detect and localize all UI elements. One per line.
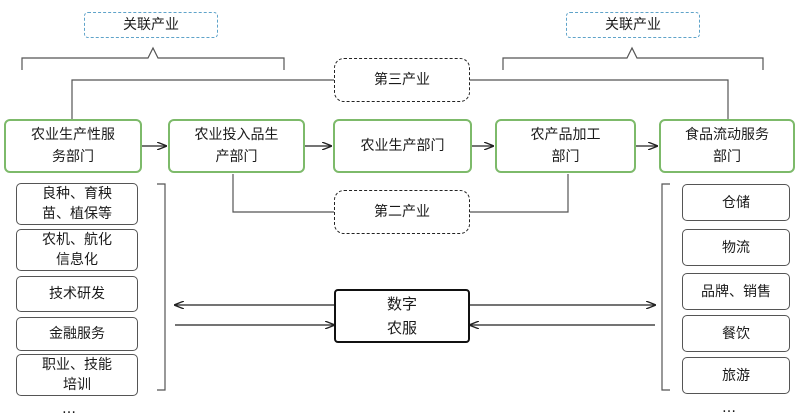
left-services-brace [157, 183, 166, 391]
right-more-ellipsis: … [722, 400, 738, 416]
left-service-finance: 金融服务 [16, 317, 138, 351]
right-service-catering: 餐饮 [682, 315, 790, 352]
digital-agri-service-box: 数字 农服 [334, 289, 470, 343]
left-service-rnd: 技术研发 [16, 276, 138, 312]
right-service-storage: 仓储 [682, 184, 790, 221]
related-industry-label-right: 关联产业 [566, 12, 700, 38]
right-related-brace [502, 46, 764, 70]
left-more-ellipsis: … [62, 401, 78, 417]
left-service-machinery: 农机、航化 信息化 [16, 229, 138, 271]
left-service-training: 职业、技能 培训 [16, 354, 138, 396]
left-related-brace [21, 46, 285, 70]
left-service-seeds: 良种、育秧 苗、植保等 [16, 183, 138, 225]
chain-node-agri-input: 农业投入品生 产部门 [168, 119, 305, 173]
secondary-link-line [232, 174, 569, 213]
right-service-tourism: 旅游 [682, 357, 790, 394]
right-service-branding-sales: 品牌、销售 [682, 273, 790, 310]
related-industry-label-left: 关联产业 [84, 12, 218, 38]
chain-node-agri-production: 农业生产部门 [333, 119, 472, 173]
chain-node-agri-service: 农业生产性服 务部门 [4, 119, 142, 173]
chain-node-food-distribution: 食品流动服务 部门 [659, 119, 795, 173]
right-service-logistics: 物流 [682, 229, 790, 266]
chain-node-processing: 农产品加工 部门 [495, 119, 636, 173]
tertiary-link-line [71, 79, 729, 119]
right-services-brace [661, 183, 670, 391]
secondary-industry-box: 第二产业 [334, 190, 470, 234]
tertiary-industry-box: 第三产业 [334, 58, 470, 102]
